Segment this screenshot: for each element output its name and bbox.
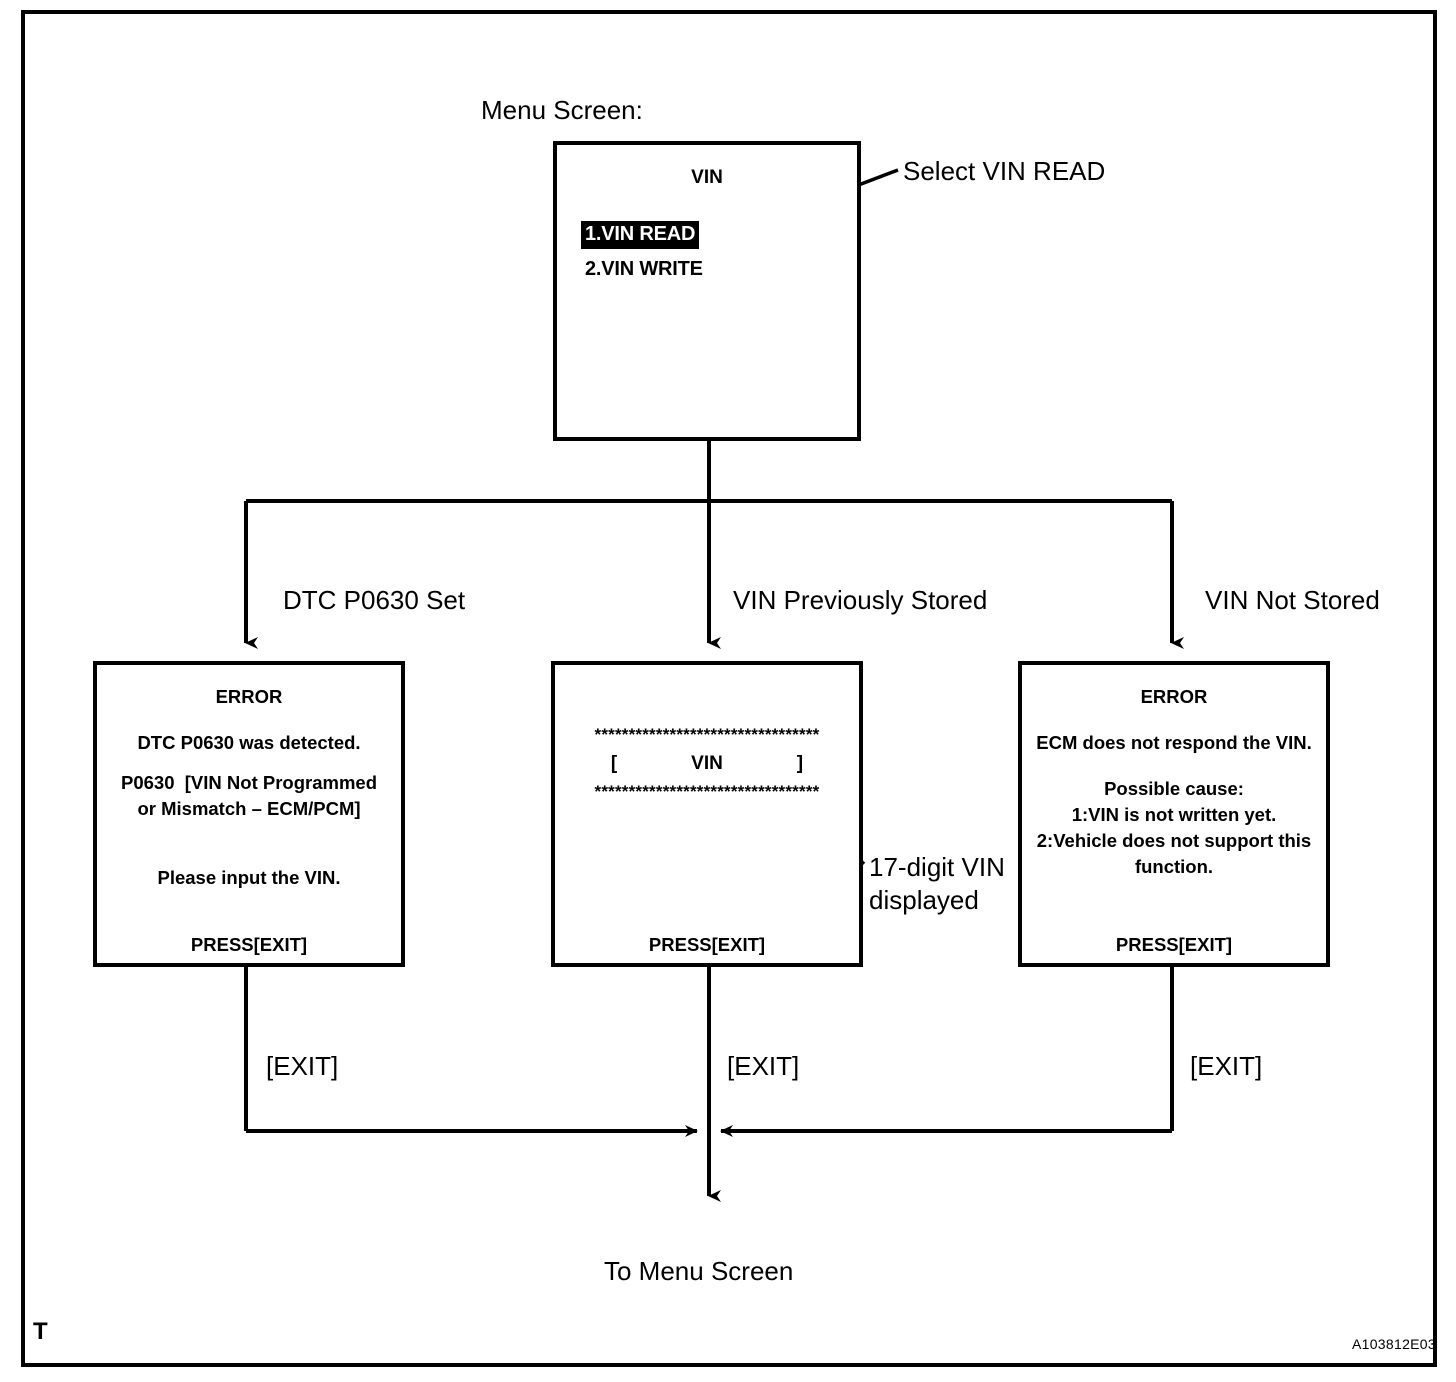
error-no-response-footer: PRESS[EXIT]	[1115, 934, 1233, 955]
exit-label-left: [EXIT]	[266, 1051, 339, 1081]
callout-17-digit-vin-line2: displayed	[869, 885, 979, 915]
vin-asterisk-row-bottom: *********************************	[594, 782, 820, 801]
exit-label-right: [EXIT]	[1190, 1051, 1263, 1081]
figure-code: A103812E03	[1352, 1336, 1436, 1352]
error-no-response-message: ECM does not respond the VIN.	[1036, 732, 1312, 753]
callout-select-vin-read: Select VIN READ	[903, 156, 1106, 186]
menu-item-vin-read[interactable]: 1.VIN READ	[581, 221, 700, 249]
branch-label-dtc-set: DTC P0630 Set	[283, 585, 466, 615]
menu-screen-title: VIN	[691, 167, 723, 188]
error-dtc-instruction: Please input the VIN.	[157, 867, 341, 888]
error-dtc-heading: ERROR	[215, 686, 283, 707]
menu-screen-box: VIN 1.VIN READ 2.VIN WRITE	[553, 141, 861, 441]
callout-17-digit-vin-line1: 17-digit VIN	[869, 852, 1005, 882]
error-dtc-code-line1: P0630 [VIN Not Programmed	[121, 772, 377, 793]
branch-label-vin-not-stored: VIN Not Stored	[1205, 585, 1380, 615]
menu-screen-caption: Menu Screen:	[481, 95, 643, 125]
error-no-response-cause-2: 2:Vehicle does not support this	[1036, 830, 1312, 851]
branch-label-vin-previously-stored: VIN Previously Stored	[733, 585, 988, 615]
exit-label-middle: [EXIT]	[727, 1051, 800, 1081]
to-menu-screen-label: To Menu Screen	[604, 1256, 794, 1286]
error-dtc-message: DTC P0630 was detected.	[137, 732, 361, 753]
menu-item-vin-write[interactable]: 2.VIN WRITE	[585, 258, 703, 280]
error-dtc-footer: PRESS[EXIT]	[190, 934, 308, 955]
error-no-response-screen-box: ERROR ECM does not respond the VIN. Poss…	[1018, 661, 1330, 967]
error-no-response-cause-2-cont: function.	[1134, 856, 1214, 877]
error-dtc-code-line2: or Mismatch – ECM/PCM]	[137, 798, 361, 819]
error-no-response-heading: ERROR	[1140, 686, 1208, 707]
error-dtc-screen-box: ERROR DTC P0630 was detected. P0630 [VIN…	[93, 661, 405, 967]
vin-value-row: [ VIN ]	[610, 753, 804, 774]
diagram-frame	[21, 10, 1437, 1367]
vin-asterisk-row-top: *********************************	[594, 725, 820, 744]
vin-stored-footer: PRESS[EXIT]	[648, 934, 766, 955]
error-no-response-cause-heading: Possible cause:	[1104, 778, 1244, 799]
error-no-response-cause-1: 1:VIN is not written yet.	[1071, 804, 1277, 825]
corner-mark-t: T	[33, 1318, 48, 1345]
vin-stored-screen-box: ********************************* [ VIN …	[551, 661, 863, 967]
